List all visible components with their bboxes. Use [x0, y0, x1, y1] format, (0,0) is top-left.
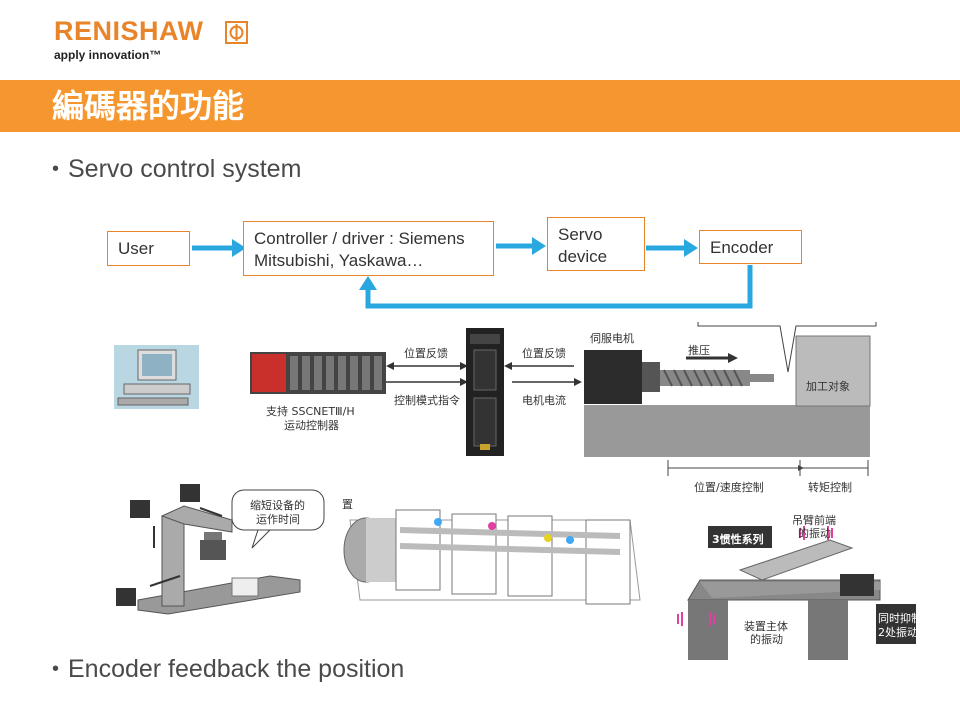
bullet-dot-icon: • [52, 158, 60, 180]
bullet-encoder-text: Encoder feedback the position [68, 655, 405, 683]
label-sscnet-1: 支持 SSCNETⅢ/H [266, 405, 355, 418]
company-logo: RENISHAW apply innovation™ [54, 16, 204, 62]
label-suppress-1: 同时抑制 [878, 612, 916, 625]
label-work-object: 加工对象 [806, 380, 850, 393]
gantry-robot-icon [116, 484, 301, 615]
bullet-servo: • Servo control system [52, 155, 301, 184]
label-motor-current: 电机电流 [522, 394, 566, 407]
servo-label-2: device [558, 247, 608, 266]
title-banner: 編碼器的功能 [0, 80, 960, 132]
controller-label-2: Mitsubishi, Yaskawa… [254, 251, 424, 270]
arrow-controller-servo [496, 237, 546, 255]
label-shorten-2: 运作时间 [256, 513, 300, 526]
computer-icon [114, 345, 199, 409]
encoder-label: Encoder [710, 238, 774, 257]
label-push: 推压 [688, 344, 710, 357]
bullet-encoder: • Encoder feedback the position [52, 655, 404, 684]
arrow-user-controller [192, 239, 246, 257]
bidirectional-arrows-left [386, 362, 468, 386]
label-arm-tip-1: 吊臂前端 [792, 514, 836, 527]
label-partial-setup: 置 [342, 498, 353, 511]
label-servo-motor: 伺服电机 [590, 332, 634, 345]
label-sscnet-2: 运动控制器 [284, 419, 339, 432]
bullet-dot-icon: • [52, 658, 60, 680]
feedback-arrow [359, 265, 753, 309]
user-label: User [118, 239, 154, 258]
servo-label-1: Servo [558, 225, 603, 244]
measurement-brackets [667, 322, 877, 476]
label-body-1: 装置主体 [744, 620, 788, 633]
controller-box: Controller / driver : Siemens Mitsubishi… [243, 221, 494, 276]
servo-box: Servo device [547, 217, 645, 271]
label-command-mode: 控制模式指令 [394, 394, 460, 407]
label-torque-control: 转矩控制 [808, 481, 852, 494]
bullet-servo-text: Servo control system [68, 155, 302, 183]
label-arm-tip-2: 的振动 [798, 527, 831, 540]
label-pos-speed-control: 位置/速度控制 [694, 481, 764, 494]
motion-controller-icon [250, 352, 386, 394]
bidirectional-arrows-right [504, 362, 582, 386]
servo-motor-icon [584, 350, 870, 457]
roller-mechanism-icon [343, 509, 641, 605]
servo-driver-icon [466, 328, 504, 456]
encoder-box: Encoder [699, 230, 802, 264]
vibration-machine-icon [677, 526, 916, 660]
controller-label-1: Controller / driver : Siemens [254, 229, 465, 248]
user-box: User [107, 231, 190, 266]
label-position-feedback-right: 位置反馈 [522, 347, 566, 360]
label-suppress-2: 2处振动 [878, 626, 916, 639]
speech-bubble [231, 489, 325, 549]
label-position-feedback-left: 位置反馈 [404, 347, 448, 360]
label-body-2: 的振动 [750, 633, 783, 646]
logo-wordmark: RENISHAW [54, 16, 204, 46]
arrow-servo-encoder [646, 239, 698, 257]
slide-title: 編碼器的功能 [52, 87, 245, 125]
work-object-icon [795, 335, 871, 407]
label-shorten-1: 缩短设备的 [250, 499, 305, 512]
logo-tagline: apply innovation™ [54, 48, 162, 62]
label-inertia-series: 3惯性系列 [712, 533, 764, 546]
